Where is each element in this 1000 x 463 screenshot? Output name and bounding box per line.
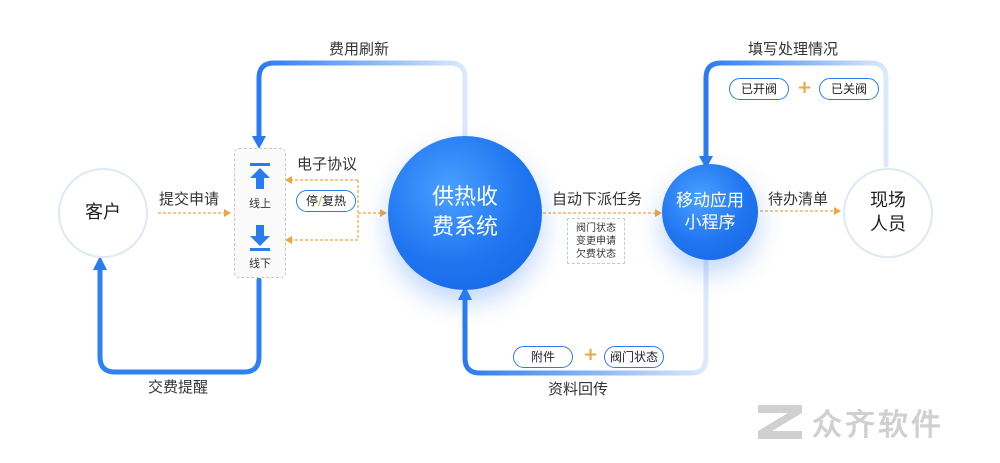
resume-text: 复热	[322, 194, 347, 208]
field-staff-node: 现场 人员	[843, 168, 933, 258]
system-label-line1: 供热收	[431, 185, 498, 210]
contract-arrowhead-in	[380, 209, 387, 217]
field-label-line2: 人员	[870, 214, 906, 235]
status-change: 变更申请	[576, 236, 616, 247]
contract-label: 电子协议	[297, 155, 358, 173]
dispatch-label: 自动下派任务	[552, 190, 643, 208]
app-label-line1: 移动应用	[676, 191, 744, 211]
stop-text: 停	[305, 194, 318, 208]
slash-text: /	[317, 194, 323, 208]
download-icon	[250, 225, 270, 251]
customer-node: 客户	[58, 168, 148, 258]
pay-remind-arrowhead	[93, 256, 107, 270]
pay-remind-connector	[97, 263, 262, 375]
contract-connector-bracket	[288, 180, 359, 241]
opened-valve-pill: 已开阀	[729, 78, 789, 100]
data-return-label: 资料回传	[548, 380, 609, 398]
online-label: 线上	[249, 197, 271, 210]
logo-text: 众齐软件	[812, 408, 944, 443]
stop-resume-pill: 停/复热	[296, 190, 356, 212]
plus-sign-top: +	[797, 77, 813, 98]
fee-refresh-label: 费用刷新	[329, 40, 390, 58]
plus-sign-bottom: +	[583, 344, 599, 365]
mobile-app-node: 移动应用 小程序	[662, 164, 758, 260]
dispatch-arrowhead	[655, 209, 662, 217]
data-return-arrowhead	[458, 286, 472, 300]
attachment-pill: 附件	[513, 346, 573, 368]
online-offline-panel: 线上 线下	[234, 148, 286, 278]
data-return-connector	[462, 259, 709, 376]
app-label-line2: 小程序	[684, 213, 736, 233]
upload-icon	[250, 163, 270, 189]
status-arrears: 欠费状态	[576, 249, 616, 260]
contract-arrowhead-bottom	[285, 236, 292, 244]
valve-status-pill: 阀门状态	[604, 346, 664, 368]
status-box: 阀门状态 变更申请 欠费状态	[567, 218, 625, 264]
todo-arrowhead	[834, 207, 841, 215]
system-label-line2: 费系统	[431, 215, 498, 240]
status-valve: 阀门状态	[576, 223, 616, 234]
fill-situation-label: 填写处理情况	[748, 40, 839, 58]
todo-label: 待办清单	[768, 190, 829, 208]
fill-situation-connector	[703, 60, 889, 168]
submit-apply-arrowhead	[224, 209, 231, 217]
heating-system-node: 供热收 费系统	[388, 136, 542, 290]
fill-situation-arrowhead	[699, 156, 713, 169]
fee-refresh-arrowhead	[252, 136, 266, 149]
closed-valve-pill: 已关阀	[819, 78, 879, 100]
logo-mark-icon	[758, 405, 802, 439]
field-label-line1: 现场	[870, 190, 906, 211]
pay-remind-label: 交费提醒	[148, 378, 209, 396]
zhongqi-logo: 众齐软件	[758, 400, 944, 444]
customer-label: 客户	[85, 202, 121, 223]
offline-label: 线下	[249, 257, 271, 270]
fee-refresh-connector	[256, 60, 468, 143]
contract-arrowhead-top	[285, 176, 292, 184]
submit-apply-label: 提交申请	[159, 190, 220, 208]
